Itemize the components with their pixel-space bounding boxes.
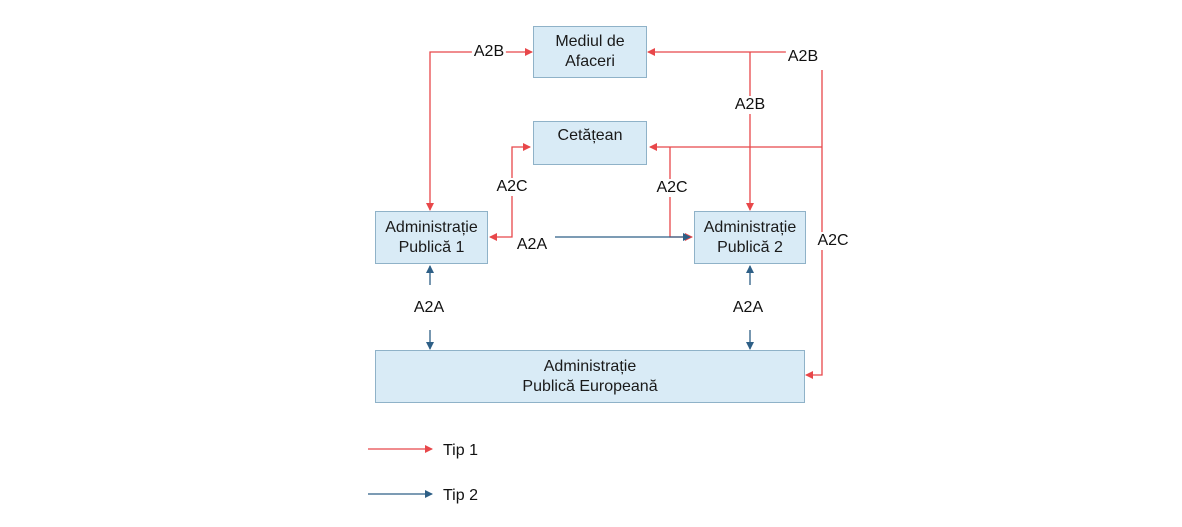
node-admin2-line1: Administrație [703, 218, 797, 236]
edge-label-a2b-left: A2B [471, 43, 507, 61]
node-mediul-afaceri-line2: Afaceri [565, 53, 615, 70]
edge-label-a2c-left: A2C [494, 178, 530, 196]
edge-a2c-left-to-admin1 [489, 200, 513, 241]
legend-tip1-label: Tip 1 [443, 442, 478, 459]
node-admin-european: Administrație Publică Europeană [375, 350, 805, 403]
node-admin2: Administrație Publică 2 [694, 211, 806, 264]
node-admin-european-line1: Administrație [543, 357, 637, 375]
edge-a2b-left-to-admin1 [426, 51, 452, 211]
node-admin1: Administrație Publică 1 [375, 211, 488, 264]
edge-a2c-right-vertical [805, 70, 823, 379]
node-admin-european-line2: Publică Europeană [522, 377, 658, 395]
node-mediul-afaceri-line1: Mediul de [555, 33, 625, 50]
legend-tip2-label: Tip 2 [443, 487, 478, 504]
node-admin2-line2: Publică 2 [717, 238, 783, 256]
edge-label-a2b-right-top: A2B [785, 48, 821, 66]
node-admin1-line1: Administrație [385, 218, 478, 236]
node-cetatean: Cetățean [533, 121, 647, 165]
edge-label-a2c-right: A2C [815, 232, 851, 250]
node-mediul-afaceri: Mediul de Afaceri [533, 26, 647, 78]
edge-label-a2a-left: A2A [411, 299, 447, 317]
edge-label-a2a-center: A2A [514, 236, 550, 254]
edge-label-a2c-mid: A2C [654, 179, 690, 197]
edge-label-a2b-mid: A2B [732, 96, 768, 114]
node-cetatean-label: Cetățean [557, 127, 623, 144]
edge-label-a2a-right: A2A [730, 299, 766, 317]
node-admin1-line2: Publică 1 [398, 238, 465, 256]
